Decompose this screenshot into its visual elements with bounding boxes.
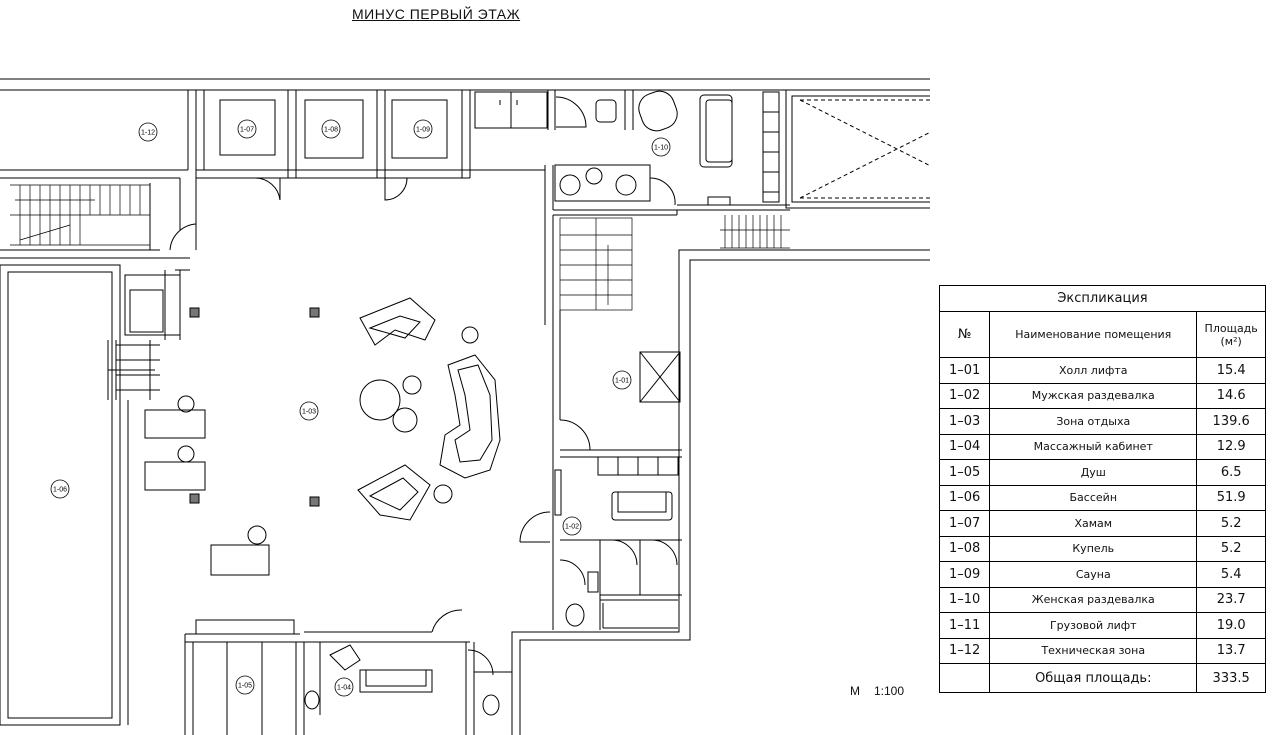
total-spacer (938, 663, 991, 693)
row-name: Грузовой лифт (989, 612, 1198, 639)
floor-plan: 1-12 1-07 1-08 1-09 1-10 1-11 1-03 1-01 … (0, 78, 930, 735)
header-num: № (938, 311, 991, 358)
label-1-02: 1-02 (565, 524, 579, 531)
room-1-01-walls (552, 215, 682, 630)
header-name: Наименование помещения (989, 311, 1198, 358)
scale-note: М 1:100 (850, 684, 904, 698)
label-1-10: 1-10 (654, 145, 668, 152)
row-name: Душ (989, 459, 1198, 486)
row-name: Холл лифта (989, 357, 1198, 384)
row-name: Женская раздевалка (989, 586, 1198, 613)
stair-right (720, 215, 790, 249)
row-num: 1–03 (938, 408, 991, 435)
room-1-06-walls (0, 223, 197, 726)
row-area: 12.9 (1196, 433, 1266, 460)
total-label: Общая площадь: (989, 663, 1198, 693)
row-num: 1–10 (938, 586, 991, 613)
row-name: Зона отдыха (989, 408, 1198, 435)
row-num: 1–11 (938, 612, 991, 639)
row-name: Массажный кабинет (989, 433, 1198, 460)
row-area: 19.0 (1196, 612, 1266, 639)
row-num: 1–02 (938, 382, 991, 409)
label-1-05: 1-05 (238, 683, 252, 690)
explication-title: Экспликация (939, 285, 1266, 312)
header-area-label: Площадь (1204, 321, 1258, 335)
label-1-09: 1-09 (416, 127, 430, 134)
row-name: Купель (989, 535, 1198, 562)
row-num: 1–04 (938, 433, 991, 460)
label-1-07: 1-07 (240, 127, 254, 134)
scale-prefix: М (850, 684, 860, 698)
total-value: 333.5 (1196, 663, 1266, 693)
row-area: 139.6 (1196, 408, 1266, 435)
drawing-title: МИНУС ПЕРВЫЙ ЭТАЖ (352, 6, 521, 22)
freight-elevator (785, 89, 930, 209)
row-area: 15.4 (1196, 357, 1266, 384)
row-area: 14.6 (1196, 382, 1266, 409)
label-1-01: 1-01 (615, 378, 629, 385)
header-area: Площадь (м²) (1196, 311, 1266, 358)
row-area: 23.7 (1196, 586, 1266, 613)
outer-walls (0, 78, 930, 735)
row-num: 1–01 (938, 357, 991, 384)
cabins-walls (196, 90, 471, 201)
row-num: 1–06 (938, 484, 991, 511)
label-1-06: 1-06 (53, 487, 67, 494)
row-name: Техническая зона (989, 637, 1198, 664)
row-num: 1–12 (938, 637, 991, 664)
row-num: 1–07 (938, 510, 991, 537)
room-1-10-walls (470, 90, 790, 325)
row-area: 5.4 (1196, 561, 1266, 588)
lounge-furniture (144, 297, 501, 576)
row-area: 5.2 (1196, 510, 1266, 537)
row-area: 51.9 (1196, 484, 1266, 511)
label-1-08: 1-08 (324, 127, 338, 134)
stair-left (10, 184, 150, 246)
row-area: 13.7 (1196, 637, 1266, 664)
row-name: Мужская раздевалка (989, 382, 1198, 409)
scale-value: 1:100 (874, 684, 905, 698)
room-1-02-walls (519, 456, 682, 630)
row-name: Сауна (989, 561, 1198, 588)
bottom-rooms-walls (184, 609, 512, 735)
row-name: Бассейн (989, 484, 1198, 511)
header-area-unit: (м²) (1220, 334, 1242, 348)
label-1-12: 1-12 (141, 130, 155, 137)
row-num: 1–05 (938, 459, 991, 486)
row-name: Хамам (989, 510, 1198, 537)
row-area: 6.5 (1196, 459, 1266, 486)
label-1-03: 1-03 (302, 409, 316, 416)
row-num: 1–09 (938, 561, 991, 588)
row-area: 5.2 (1196, 535, 1266, 562)
stair-center (559, 217, 633, 311)
label-1-04: 1-04 (337, 685, 351, 692)
row-num: 1–08 (938, 535, 991, 562)
explication-table: Экспликация № Наименование помещения Пло… (938, 285, 1266, 693)
room-1-12-walls (0, 90, 197, 259)
